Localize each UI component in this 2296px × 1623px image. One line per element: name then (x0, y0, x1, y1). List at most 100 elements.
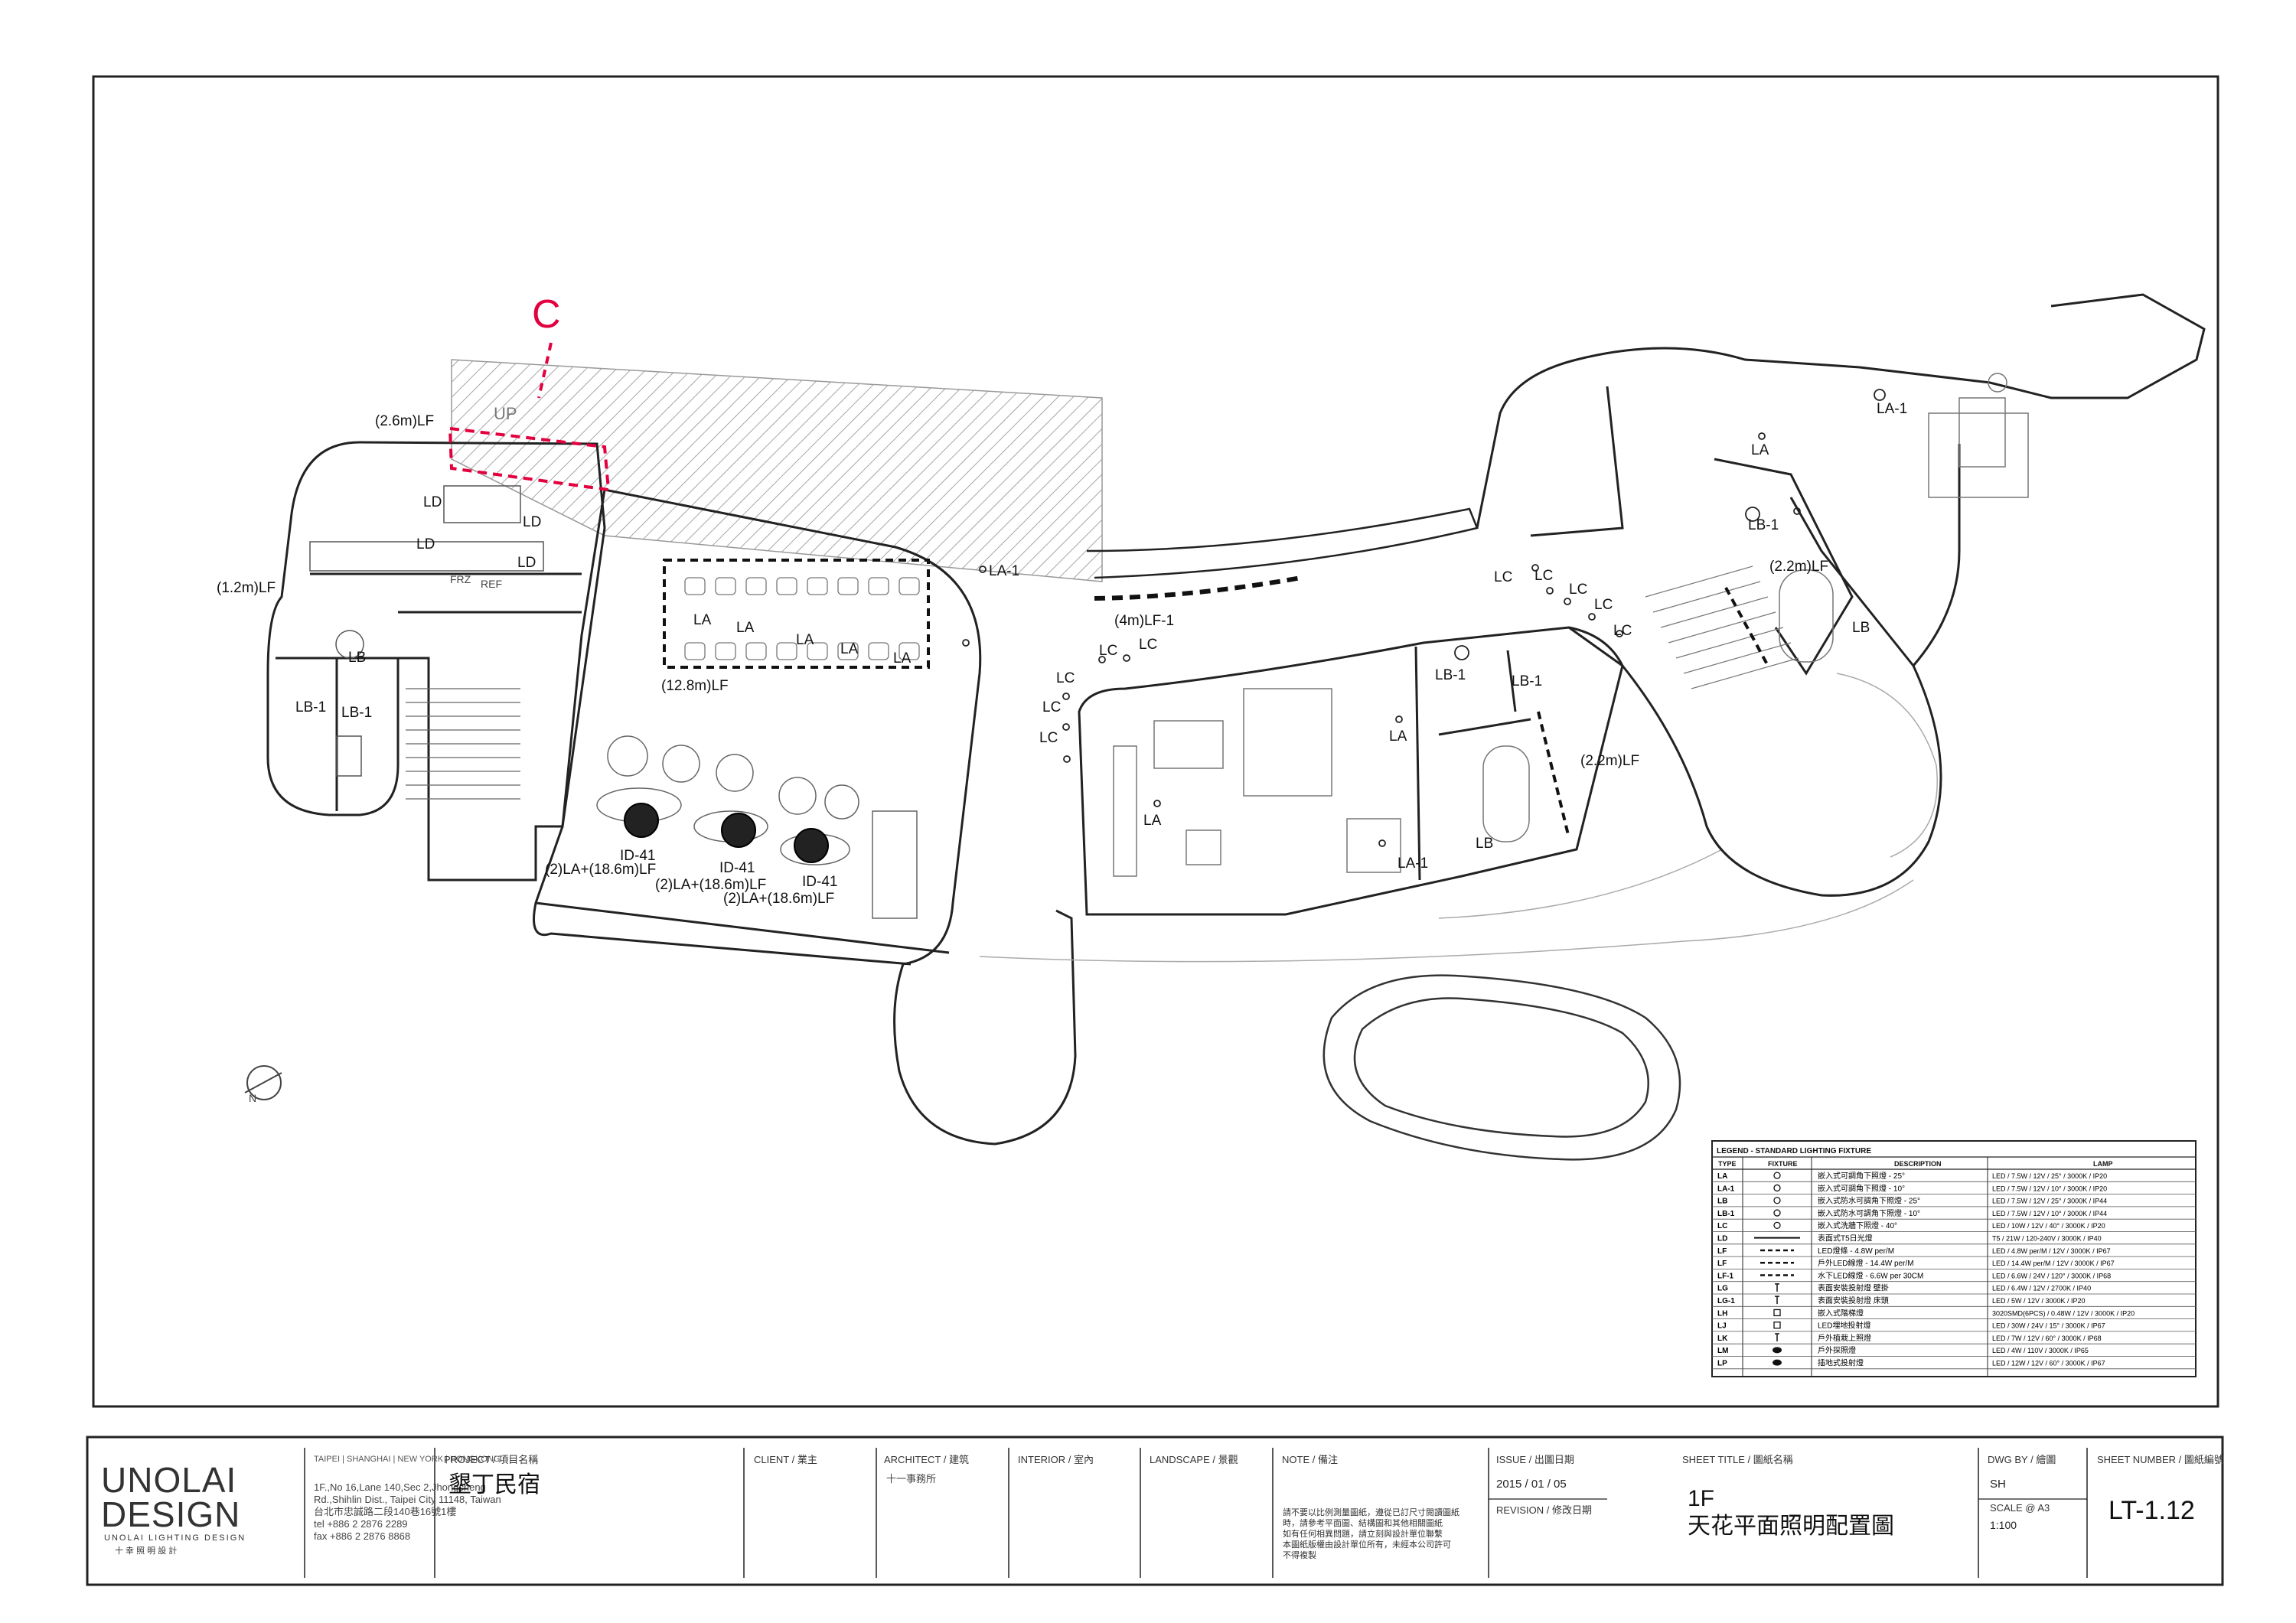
kitchen-counter: FRZ REF (309, 485, 544, 777)
legend-fixture-icon (1775, 1283, 1779, 1292)
legend-lamp: LED / 7.5W / 12V / 10° / 3000K / IP20 (1992, 1185, 2107, 1192)
legend-description: 表面安裝投射燈 床頭 (1818, 1295, 1889, 1305)
legend-header-type: TYPE (1718, 1160, 1737, 1168)
issue-date: 2015 / 01 / 05 (1496, 1478, 1567, 1491)
logo-cn: 十 幸 照 明 設 計 (115, 1545, 177, 1556)
legend-type: LB-1 (1717, 1210, 1735, 1218)
sheet-number: LT-1.12 (2108, 1496, 2195, 1525)
tag-lb-kitchen: LB (348, 650, 366, 666)
tel: tel +886 2 2876 2289 (314, 1518, 408, 1530)
legend-lamp: LED / 7.5W / 12V / 25° / 3000K / IP20 (1992, 1172, 2107, 1180)
revision-label: REVISION / 修改日期 (1496, 1504, 1592, 1516)
legend-type: LP (1717, 1360, 1727, 1368)
legend-type: LA-1 (1717, 1185, 1735, 1193)
legend-table: LEGEND - STANDARD LIGHTING FIXTURE TYPE … (1711, 1140, 2197, 1377)
issue-label: ISSUE / 出圖日期 (1496, 1454, 1574, 1465)
legend-lamp: LED / 7W / 12V / 60° / 3000K / IP68 (1992, 1335, 2102, 1342)
legend-lamp: T5 / 21W / 120-240V / 3000K / IP40 (1992, 1235, 2102, 1243)
sheet-title-floor: 1F (1688, 1486, 1714, 1511)
landscape-label: LANDSCAPE / 景觀 (1150, 1454, 1238, 1465)
office-list: TAIPEI | SHANGHAI | NEW YORK | HONGKONG (314, 1455, 500, 1464)
east-wing-furniture (1779, 373, 2029, 663)
project-label: PROJECT / 項目名稱 (444, 1454, 538, 1465)
east-stair (1645, 565, 1799, 689)
title-block-frame (86, 1436, 2224, 1586)
legend-fixture-icon (1773, 1184, 1781, 1192)
legend-type: LM (1717, 1347, 1728, 1355)
client-label: CLIENT / 業主 (754, 1454, 817, 1465)
tag-lc-2: LC (1139, 637, 1157, 653)
tag-la-2: LA (736, 620, 755, 636)
fixture-dots (962, 389, 1886, 847)
legend-fixture-icon (1773, 1172, 1781, 1179)
tag-lc-8: LC (1569, 582, 1587, 598)
legend-fixture-icon (1773, 1209, 1781, 1217)
legend-header-lamp: LAMP (2093, 1160, 2113, 1168)
logo-line-2: DESIGN (101, 1494, 240, 1534)
pendant-id41-3 (794, 828, 829, 863)
tag-la-living: LA (1143, 813, 1162, 829)
revision-mark: C (532, 292, 561, 337)
legend-type: LA (1717, 1172, 1727, 1181)
legend-fixture-icon (1773, 1322, 1781, 1329)
tag-lb1-bath2: LB-1 (1512, 673, 1542, 689)
legend-row: LC 嵌入式洗牆下照燈 - 40° LED / 10W / 12V / 40° / … (1712, 1221, 2196, 1232)
tag-ld-3: LD (416, 536, 435, 552)
legend-fixture-icon (1775, 1333, 1779, 1342)
legend-type: LH (1717, 1309, 1727, 1318)
legend-description: 嵌入式洗牆下照燈 - 40° (1818, 1221, 1897, 1230)
tag-lc-10: LC (1613, 623, 1632, 639)
lounge-walls (533, 488, 1077, 1146)
note-label: NOTE / 備注 (1282, 1454, 1338, 1465)
tag-lb1-b: LB-1 (341, 705, 372, 721)
tag-lf1-4m: (4m)LF-1 (1114, 613, 1174, 629)
architect-name: 十一事務所 (886, 1473, 936, 1484)
tag-ld-1: LD (423, 494, 442, 510)
tag-la-east: LA (1751, 442, 1769, 458)
landscape-curve (979, 879, 1914, 963)
tag-la-bed: LA (1389, 728, 1407, 745)
legend-type: LC (1717, 1222, 1727, 1230)
legend-lamp: LED / 6.6W / 24V / 120° / 3000K / IP68 (1992, 1272, 2111, 1279)
legend-lamp: 3020SMD(6PCS) / 0.48W / 12V / 3000K / IP… (1992, 1309, 2135, 1317)
tag-lc-6: LC (1494, 569, 1512, 585)
legend-row: LH 嵌入式階梯燈 3020SMD(6PCS) / 0.48W / 12V / 30… (1712, 1308, 2196, 1319)
note-line-2: 時，請參考平面圖、結構圖和其他相關圖紙 (1283, 1517, 1443, 1528)
legend-description: 嵌入式防水可調角下照燈 - 10° (1818, 1208, 1920, 1218)
tag-lb1-bath1: LB-1 (1435, 667, 1466, 683)
address-line-2: Rd.,Shihlin Dist., Taipei City 11148, Ta… (314, 1494, 501, 1505)
legend-description: 插地式投射燈 (1818, 1358, 1864, 1368)
tag-lf-22a: (2.2m)LF (1580, 753, 1639, 769)
legend-description: 戶外LED線燈 - 14.4W per/M (1818, 1258, 1914, 1268)
landscape-arc (1836, 673, 1938, 858)
hatched-terrace (451, 359, 1103, 582)
legend-description: 嵌入式階梯燈 (1818, 1308, 1864, 1318)
scale-value: 1:100 (1990, 1519, 2017, 1531)
legend-lamp: LED / 30W / 24V / 15° / 3000K / IP67 (1992, 1322, 2105, 1330)
pendant-id41-1 (624, 803, 659, 838)
tag-la-5: LA (893, 650, 912, 666)
sheet-title-name: 天花平面照明配置圖 (1688, 1514, 1894, 1539)
tag-lc-9: LC (1594, 597, 1613, 613)
legend-type: LD (1717, 1235, 1727, 1243)
tag-lc-4: LC (1042, 699, 1061, 715)
drawing-frame (92, 75, 2219, 1408)
legend-type: LG-1 (1717, 1297, 1735, 1305)
scale-label: SCALE @ A3 (1990, 1502, 2050, 1514)
tag-lb1-a: LB-1 (295, 699, 326, 715)
west-stair (406, 688, 520, 800)
legend-type: LB (1717, 1198, 1727, 1206)
legend-lamp: LED / 4.8W per/M / 12V / 3000K / IP67 (1992, 1247, 2111, 1255)
legend-description: 戶外探照燈 (1818, 1345, 1856, 1355)
tag-lb-bath: LB (1476, 836, 1493, 852)
legend-lamp: LED / 10W / 12V / 40° / 3000K / IP20 (1992, 1222, 2105, 1230)
legend-description: LED燈條 - 4.8W per/M (1818, 1246, 1894, 1256)
